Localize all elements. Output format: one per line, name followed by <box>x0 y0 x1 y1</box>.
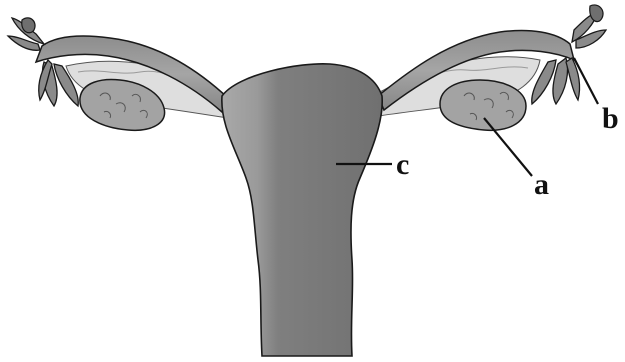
ovary-right <box>440 80 526 130</box>
label-c-uterus: c <box>396 150 409 180</box>
fimbriae-left <box>8 18 78 106</box>
uterus-body <box>222 64 382 356</box>
label-a-ovary: a <box>534 170 549 200</box>
tube-end-left <box>22 18 35 33</box>
label-b-fallopian-tube: b <box>602 104 619 134</box>
